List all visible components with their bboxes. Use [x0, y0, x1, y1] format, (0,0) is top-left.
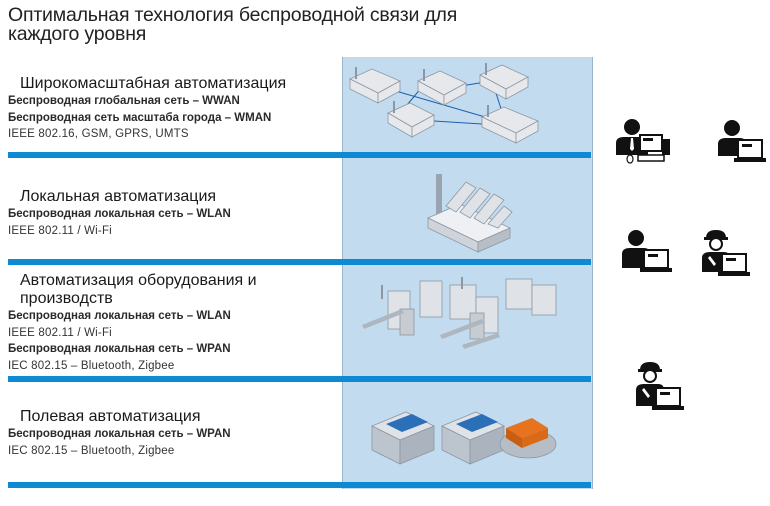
page-title: Оптимальная технология беспроводной связ…: [8, 4, 458, 45]
person-laptop-icon: [622, 230, 672, 272]
manager-at-computer-icon: [616, 119, 670, 164]
level-line: Беспроводная глобальная сеть – WWAN: [8, 95, 240, 107]
level-machine: Автоматизация оборудования и производств…: [8, 272, 338, 374]
level-wide-area: Широкомасштабная автоматизация Беспровод…: [8, 75, 338, 143]
level-line: Беспроводная локальная сеть – WPAN: [8, 343, 231, 355]
machine-cluster-icon: [362, 277, 557, 349]
separator-bar: [8, 376, 591, 382]
level-heading: Локальная автоматизация: [20, 188, 217, 205]
level-local: Локальная автоматизация Беспроводная лок…: [8, 188, 338, 239]
separator-bar: [8, 482, 591, 488]
level-heading: Широкомасштабная автоматизация: [20, 75, 287, 92]
level-line: Беспроводная локальная сеть – WLAN: [8, 208, 231, 220]
field-device-icon: [371, 411, 557, 465]
level-line: Беспроводная локальная сеть – WLAN: [8, 310, 231, 322]
engineer-laptop-icon: [636, 362, 684, 410]
factory-network-icon: [349, 63, 539, 144]
level-line: IEC 802.15 – Bluetooth, Zigbee: [8, 359, 175, 372]
level-heading: Полевая автоматизация: [20, 408, 201, 425]
person-laptop-icon: [718, 120, 766, 162]
level-line: Беспроводная сеть масштаба города – WMAN: [8, 111, 272, 124]
level-line: IEEE 802.11 / Wi-Fi: [8, 224, 112, 237]
factory-icon: [427, 174, 513, 253]
level-field: Полевая автоматизация Беспроводная локал…: [8, 408, 338, 459]
level-line: IEEE 802.16, GSM, GPRS, UMTS: [8, 128, 189, 140]
level-line: Беспроводная локальная сеть – WPAN: [8, 428, 231, 440]
level-line: IEEE 802.11 / Wi-Fi: [8, 326, 112, 339]
engineer-laptop-icon: [702, 230, 750, 276]
separator-bar: [8, 259, 591, 265]
separator-bar: [8, 152, 591, 158]
level-heading: Автоматизация оборудования и производств: [20, 272, 257, 307]
level-line: IEC 802.15 – Bluetooth, Zigbee: [8, 444, 175, 457]
